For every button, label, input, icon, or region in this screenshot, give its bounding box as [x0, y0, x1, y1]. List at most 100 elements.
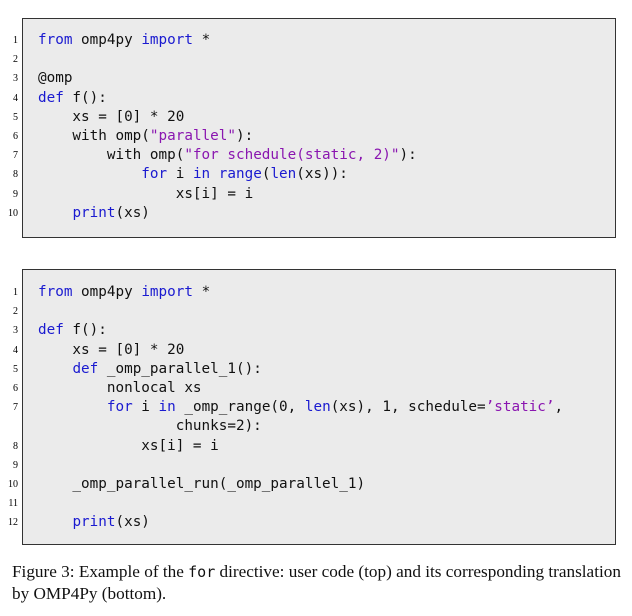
- caption-suffix: directive: user code (top) and its corre…: [12, 562, 621, 603]
- line-number: 4: [13, 92, 18, 104]
- code-line: 12 print(xs): [0, 513, 632, 532]
- code-text: with omp("for schedule(static, 2)"):: [38, 146, 417, 165]
- code-token: i: [132, 399, 159, 416]
- code-token: xs = [0] * 20: [38, 341, 185, 358]
- line-number: 11: [8, 498, 18, 510]
- code-token: omp4py: [72, 284, 142, 300]
- code-line: 6 nonlocal xs: [0, 379, 632, 398]
- code-line: 11: [0, 494, 632, 513]
- line-number: 1: [13, 35, 18, 46]
- code-line: 10 _omp_parallel_run(_omp_parallel_1): [0, 475, 632, 494]
- code-token: (: [261, 166, 271, 183]
- code-line: 8 xs[i] = i: [0, 437, 632, 456]
- code-keyword: for: [141, 166, 168, 183]
- code-token: *: [192, 284, 211, 300]
- code-token: @omp: [38, 70, 73, 87]
- code-token: *: [192, 32, 211, 48]
- caption-code-word: for: [188, 563, 216, 581]
- code-line: 5 def _omp_parallel_1():: [0, 360, 632, 379]
- code-token: [38, 514, 72, 530]
- code-token: (xs): [115, 204, 150, 221]
- code-line: 10 print(xs): [0, 204, 632, 223]
- code-keyword: def: [38, 89, 64, 106]
- code-token: [38, 399, 107, 415]
- code-token: (xs): [115, 514, 150, 531]
- code-line: 9 xs[i] = i: [0, 185, 632, 204]
- code-line: 3 def f():: [0, 321, 632, 340]
- code-token: nonlocal xs: [38, 380, 202, 396]
- code-keyword: def: [38, 322, 64, 339]
- line-number: 4: [13, 344, 18, 356]
- code-token: xs[i] = i: [38, 185, 254, 202]
- line-number: 7: [13, 150, 18, 162]
- code-token: xs = [0] * 20: [38, 108, 185, 125]
- code-text: xs[i] = i: [38, 437, 218, 456]
- code-line: chunks=2):: [0, 417, 632, 436]
- code-line: 1 from omp4py import *: [0, 283, 632, 302]
- code-text: with omp("parallel"):: [38, 127, 253, 146]
- code-text: @omp: [38, 69, 72, 88]
- code-token: _omp_parallel_run(_omp_parallel_1): [38, 476, 366, 492]
- code-token: [38, 166, 141, 182]
- code-text: for i in range(len(xs)):: [38, 165, 348, 184]
- code-keyword: from: [38, 284, 73, 300]
- line-number: 8: [13, 169, 18, 181]
- code-string: "for schedule(static, 2)": [184, 147, 400, 164]
- code-line: 5 xs = [0] * 20: [0, 108, 632, 127]
- code-keyword: print: [72, 514, 116, 531]
- line-number: 6: [13, 131, 18, 142]
- code-keyword: for: [106, 399, 133, 416]
- code-text: for i in _omp_range(0, len(xs), 1, sched…: [38, 398, 563, 417]
- code-line: 7 for i in _omp_range(0, len(xs), 1, sch…: [0, 398, 632, 417]
- code-keyword: import: [141, 32, 193, 48]
- code-keyword: len: [270, 166, 297, 183]
- code-keyword: len: [304, 399, 331, 416]
- code-text: print(xs): [38, 204, 150, 223]
- code-string: ’static’: [485, 399, 555, 416]
- line-number: 3: [13, 73, 18, 85]
- code-string: "parallel": [149, 128, 236, 144]
- code-token: ):: [235, 128, 254, 144]
- line-number: 3: [13, 325, 18, 337]
- code-token: with omp(: [38, 128, 150, 144]
- figure-caption: Figure 3: Example of the for directive: …: [12, 561, 622, 605]
- code-text: from omp4py import *: [38, 31, 210, 50]
- code-token: _omp_parallel_1():: [98, 360, 262, 377]
- code-token: ):: [399, 147, 417, 164]
- code-token: [210, 166, 219, 182]
- code-token: (xs)):: [296, 166, 348, 183]
- code-token: with omp(: [38, 147, 185, 164]
- line-number: 6: [13, 383, 18, 394]
- code-token: omp4py: [72, 32, 142, 48]
- code-text: chunks=2):: [38, 417, 262, 436]
- code-keyword: def: [72, 360, 99, 377]
- code-line: 1 from omp4py import *: [0, 31, 632, 50]
- line-number: 1: [13, 287, 18, 298]
- code-keyword: from: [38, 32, 73, 48]
- code-token: chunks=2):: [38, 418, 262, 435]
- code-token: _omp_range(0,: [175, 399, 305, 416]
- code-token: i: [167, 166, 193, 183]
- code-keyword: import: [141, 284, 193, 300]
- code-token: f():: [63, 322, 107, 339]
- code-token: (xs), 1, schedule=: [330, 399, 486, 416]
- line-number: 2: [13, 54, 18, 66]
- code-line: 3 @omp: [0, 69, 632, 88]
- code-line: 2: [0, 50, 632, 69]
- code-token: [38, 205, 72, 221]
- line-number: 9: [13, 188, 18, 200]
- code-keyword: in: [158, 399, 176, 416]
- code-text: xs[i] = i: [38, 185, 253, 204]
- code-text: xs = [0] * 20: [38, 341, 184, 360]
- code-box-bottom: [22, 269, 616, 545]
- code-keyword: print: [72, 204, 116, 221]
- code-text: from omp4py import *: [38, 283, 210, 302]
- code-line: 4 xs = [0] * 20: [0, 341, 632, 360]
- line-number: 5: [13, 111, 18, 123]
- line-number: 10: [8, 479, 18, 490]
- code-line: 6 with omp("parallel"):: [0, 127, 632, 146]
- code-token: f():: [63, 89, 107, 106]
- code-text: print(xs): [38, 513, 150, 532]
- code-text: nonlocal xs: [38, 379, 202, 398]
- line-number: 9: [13, 459, 18, 471]
